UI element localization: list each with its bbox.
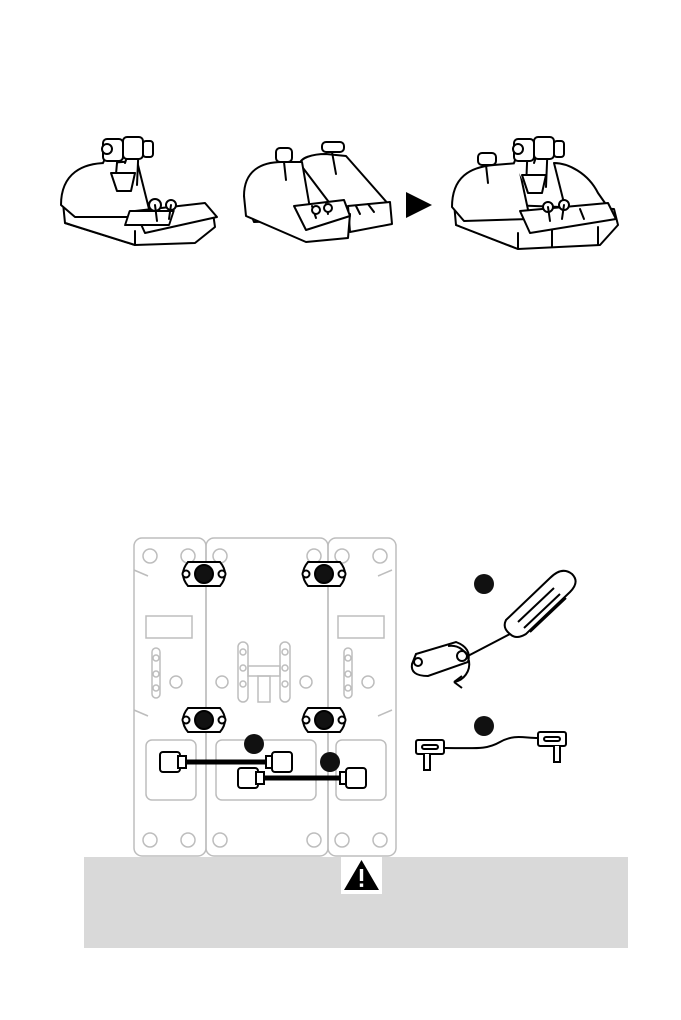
callout-marker — [474, 716, 494, 736]
callout-marker — [320, 752, 340, 772]
coupling-plate — [412, 642, 469, 688]
throttle-quadrant-assembled — [448, 133, 620, 253]
callout-marker — [244, 734, 264, 754]
warning-icon — [341, 857, 382, 894]
baseplate-assembly — [130, 530, 600, 860]
throttle-quadrant-addon-pair — [240, 140, 395, 245]
throttle-quadrant-airliner — [55, 133, 220, 248]
baseplate-outlines — [134, 538, 396, 856]
callout-marker — [474, 574, 494, 594]
connection-cable — [416, 732, 566, 770]
next-arrow-icon — [404, 190, 434, 220]
coupling-plates — [183, 562, 346, 732]
